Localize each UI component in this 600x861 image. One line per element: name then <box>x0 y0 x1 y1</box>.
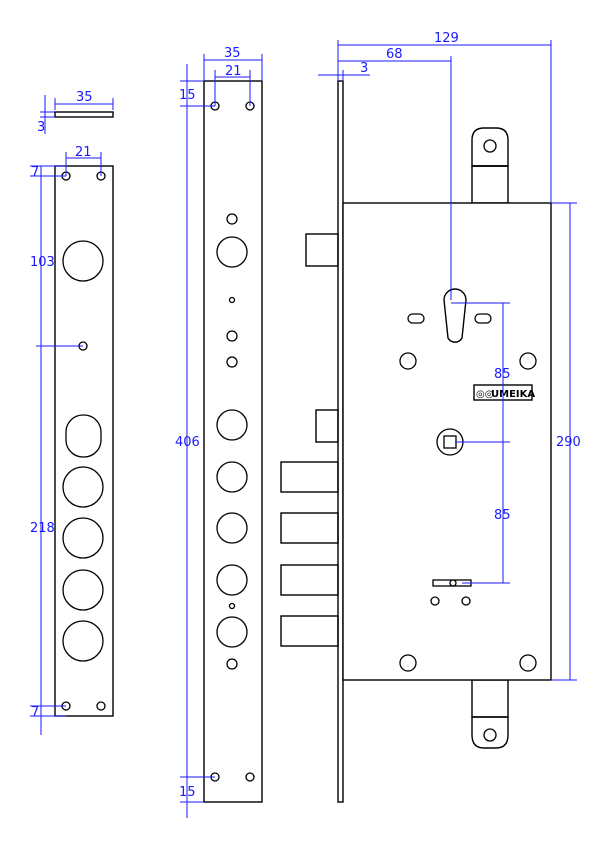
top-keeper-tab <box>471 165 509 204</box>
middle-faceplate-view <box>203 80 263 803</box>
mid-tiny-hole <box>228 602 236 610</box>
case-screw-hole <box>519 654 537 672</box>
dim-label-case-height: 290 <box>556 435 581 450</box>
dim-label-lock-depth: 129 <box>434 31 459 46</box>
left-large-hole <box>62 517 104 559</box>
cylinder-cutout <box>443 288 467 343</box>
handle-square <box>443 435 457 449</box>
bottom-keeper-eye <box>471 716 509 749</box>
lock-dimensions: 129 68 3 85 85 290 <box>318 31 581 681</box>
dim-label-left-upper: 103 <box>30 255 55 270</box>
left-dimensions: 35 3 21 7 103 218 7 <box>30 90 114 735</box>
top-keeper-hole <box>483 139 497 153</box>
dim-label-mid-bottom-offset: 15 <box>179 785 196 800</box>
slot-left <box>407 313 425 324</box>
mid-small-hole <box>226 356 238 368</box>
top-keeper-eye <box>471 127 509 167</box>
middle-dimensions: 35 21 15 406 15 <box>175 46 263 818</box>
lock-faceplate <box>337 80 344 803</box>
brand-logo-icon: ◎◎ <box>476 389 493 400</box>
dim-label-mid-hole-spacing: 21 <box>225 64 242 79</box>
left-oval-hole <box>65 414 102 458</box>
left-large-hole <box>62 240 104 282</box>
bolt-4 <box>280 615 339 647</box>
left-screw-hole <box>96 701 106 711</box>
bottom-keeper-hole <box>483 728 497 742</box>
dim-label-left-width: 35 <box>76 90 93 105</box>
middle-plate-body <box>203 80 263 803</box>
left-large-hole <box>62 569 104 611</box>
lock-body-view: ◎◎ UMEIKA <box>280 80 552 803</box>
bottom-keeper-tab <box>471 679 509 718</box>
top-latch <box>305 233 339 267</box>
bolt-2 <box>280 512 339 544</box>
deadlatch <box>315 409 339 443</box>
mid-small-hole <box>226 330 238 342</box>
left-large-hole <box>62 620 104 662</box>
lever-pin <box>449 579 457 587</box>
dim-label-mid-width: 35 <box>224 46 241 61</box>
mid-small-hole <box>226 658 238 670</box>
case-screw-hole <box>399 654 417 672</box>
dim-label-lower-distance: 85 <box>494 508 511 523</box>
dim-label-upper-distance: 85 <box>494 367 511 382</box>
case-small-hole <box>430 596 440 606</box>
dim-label-backset: 68 <box>386 47 403 62</box>
bolt-1 <box>280 461 339 493</box>
case-small-hole <box>461 596 471 606</box>
bolt-3 <box>280 564 339 596</box>
dim-label-mid-top-offset: 15 <box>179 88 196 103</box>
dim-label-left-thickness: 3 <box>37 120 45 135</box>
mid-large-hole <box>216 461 248 493</box>
mid-large-hole <box>216 616 248 648</box>
left-large-hole <box>62 466 104 508</box>
mid-screw-hole <box>245 772 255 782</box>
dim-label-mid-length: 406 <box>175 435 200 450</box>
dim-label-plate-thickness: 3 <box>360 61 368 76</box>
brand-label: UMEIKA <box>491 389 535 400</box>
dim-label-left-top-offset: 7 <box>31 165 39 180</box>
dim-label-left-bottom-offset: 7 <box>31 705 39 720</box>
mid-large-hole <box>216 564 248 596</box>
left-plate-end-view <box>54 111 114 118</box>
dim-label-left-lower: 218 <box>30 521 55 536</box>
left-plate-body <box>54 165 114 717</box>
left-strike-plate-view <box>54 111 114 717</box>
slot-right <box>474 313 492 324</box>
case-screw-hole <box>399 352 417 370</box>
dim-label-left-hole-spacing: 21 <box>75 145 92 160</box>
mid-large-hole <box>216 512 248 544</box>
case-screw-hole <box>519 352 537 370</box>
mid-small-hole <box>226 213 238 225</box>
mid-tiny-hole <box>228 296 236 304</box>
mid-large-hole <box>216 409 248 441</box>
mid-large-hole <box>216 236 248 268</box>
